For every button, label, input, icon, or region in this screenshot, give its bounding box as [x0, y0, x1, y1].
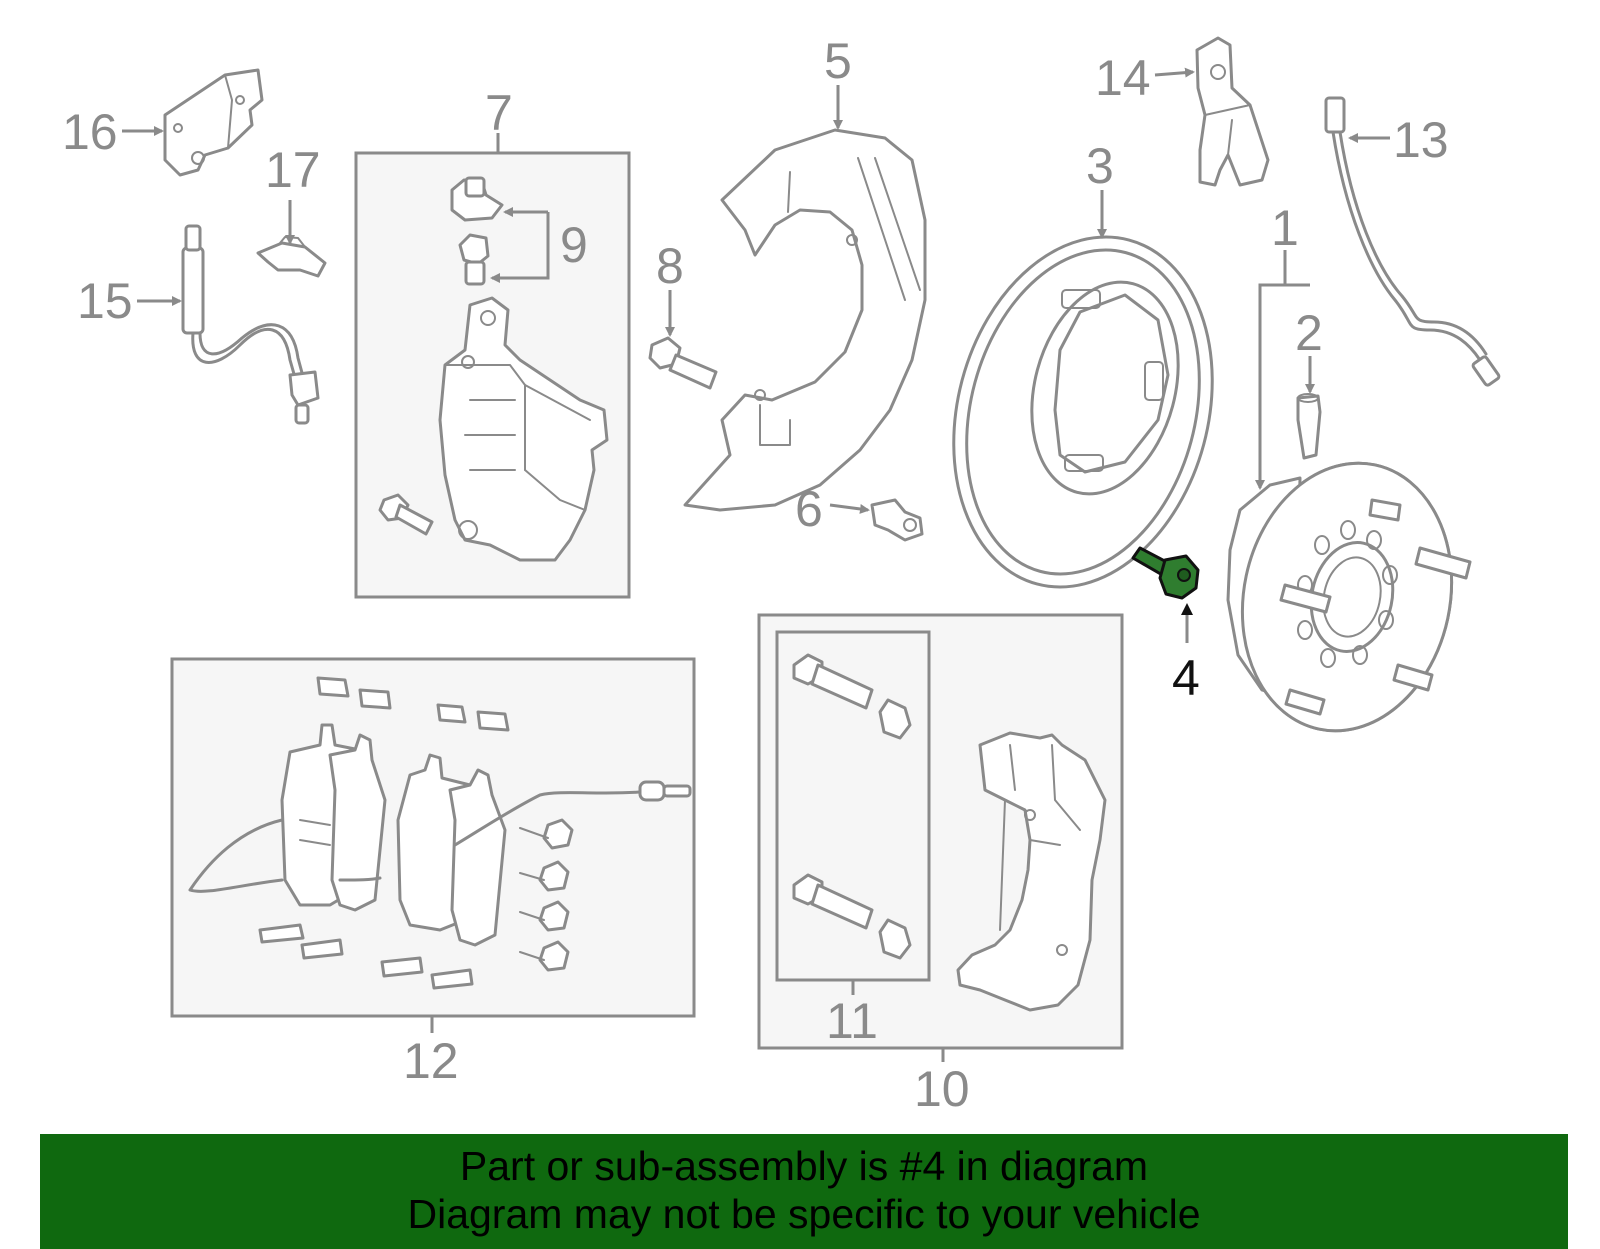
part-8-bolt[interactable]	[648, 336, 718, 390]
part-11-guide-pin-kit[interactable]	[792, 653, 912, 960]
banner-line-part-number: Part or sub-assembly is #4 in diagram	[459, 1143, 1149, 1189]
part-4-highlighted-bolt[interactable]	[1131, 546, 1200, 600]
label-6: 6	[795, 481, 823, 537]
label-13: 13	[1393, 112, 1449, 168]
label-2: 2	[1295, 305, 1323, 361]
part-1-wheel-hub[interactable]	[1218, 444, 1476, 751]
part-15-brake-hose[interactable]	[181, 224, 320, 425]
part-14-sensor-bracket[interactable]	[1195, 36, 1270, 187]
diagram-notice-banner: Part or sub-assembly is #4 in diagram Di…	[40, 1134, 1568, 1249]
label-15: 15	[77, 273, 133, 329]
part-10-caliper-bracket[interactable]	[956, 731, 1107, 1012]
part-12-brake-pads[interactable]	[188, 676, 692, 990]
part-2-wheel-stud[interactable]	[1296, 393, 1322, 460]
part-6-bolt[interactable]	[870, 498, 924, 542]
label-8: 8	[656, 238, 684, 294]
leader-lines	[122, 67, 1390, 1062]
label-3: 3	[1086, 138, 1114, 194]
part-7-brake-caliper[interactable]	[438, 296, 609, 562]
label-1: 1	[1271, 200, 1299, 256]
part-3-brake-rotor[interactable]	[916, 208, 1250, 617]
part-13-wheel-speed-sensor[interactable]	[1324, 96, 1501, 387]
label-10: 10	[914, 1061, 970, 1117]
label-5: 5	[824, 33, 852, 89]
label-7: 7	[485, 85, 513, 141]
label-14: 14	[1095, 50, 1151, 106]
label-11: 11	[826, 993, 878, 1049]
part-7-caliper-bolt[interactable]	[378, 493, 434, 536]
label-4: 4	[1172, 650, 1200, 706]
part-9-bleeder-screw[interactable]	[450, 176, 504, 286]
part-16-bracket[interactable]	[163, 68, 264, 177]
label-9: 9	[560, 217, 588, 273]
label-17: 17	[265, 142, 321, 198]
banner-line-disclaimer: Diagram may not be specific to your vehi…	[407, 1191, 1201, 1237]
part-5-dust-shield[interactable]	[683, 128, 927, 512]
label-16: 16	[62, 104, 118, 160]
callout-labels: 16 17 15 7 9 5 8 6 3 14 13 1 2 4 12 11 1…	[62, 33, 1449, 1117]
label-12: 12	[403, 1033, 459, 1089]
